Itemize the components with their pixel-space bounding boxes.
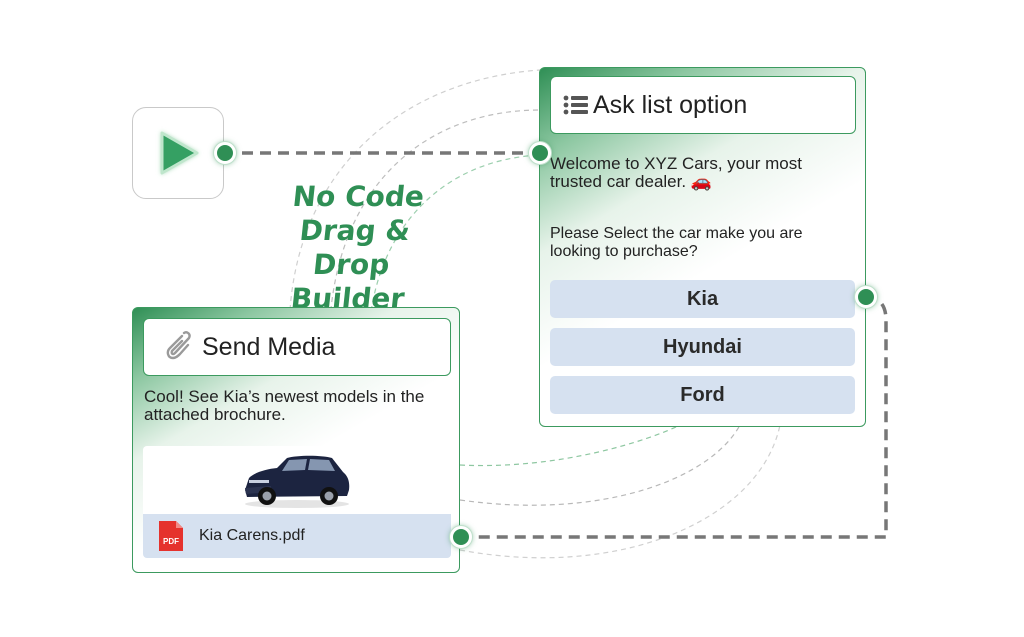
file-row[interactable]: PDF Kia Carens.pdf <box>143 514 451 558</box>
start-node[interactable] <box>132 107 224 199</box>
file-name: Kia Carens.pdf <box>199 527 305 544</box>
option-kia-output-port[interactable] <box>855 286 877 308</box>
decor-arc <box>329 109 541 321</box>
tagline-line: Drag & Drop <box>298 214 412 281</box>
tagline-line: No Code <box>291 180 426 213</box>
decor-arc <box>289 69 541 311</box>
send-media-message: Cool! See Kia’s newest models in the att… <box>144 387 425 424</box>
paperclip-icon <box>162 330 192 364</box>
option-hyundai[interactable]: Hyundai <box>550 328 855 366</box>
decor-arc <box>459 424 741 506</box>
option-ford[interactable]: Ford <box>550 376 855 414</box>
ask-list-card[interactable]: Ask list option Welcome to XYZ Cars, you… <box>539 67 866 427</box>
pdf-file-icon: PDF <box>157 519 185 553</box>
car-image <box>237 450 355 510</box>
ask-list-input-port[interactable] <box>529 142 551 164</box>
decor-arc <box>459 424 681 467</box>
media-attachment[interactable]: PDF Kia Carens.pdf <box>143 446 451 558</box>
ask-list-message-text: Welcome to XYZ Cars, your most trusted c… <box>550 154 802 191</box>
car-emoji-icon: 🚗 <box>690 172 712 191</box>
send-media-title: Send Media <box>202 332 336 361</box>
ask-list-header: Ask list option <box>550 76 856 134</box>
decor-arc <box>459 424 781 559</box>
start-output-port[interactable] <box>214 142 236 164</box>
send-media-header: Send Media <box>143 318 451 376</box>
ask-list-title: Ask list option <box>593 90 748 119</box>
send-media-input-port[interactable] <box>450 526 472 548</box>
ask-list-question: Please Select the car make you are looki… <box>550 225 803 260</box>
decor-arc <box>369 154 541 321</box>
send-media-card[interactable]: Send Media Cool! See Kia’s newest models… <box>132 307 460 573</box>
tagline: No Code Drag & Drop Builder <box>251 180 455 316</box>
pdf-file-icon-label: PDF <box>163 537 179 546</box>
option-kia[interactable]: Kia <box>550 280 855 318</box>
list-icon <box>563 94 589 116</box>
ask-list-message: Welcome to XYZ Cars, your most trusted c… <box>550 155 855 191</box>
play-icon <box>151 126 205 180</box>
